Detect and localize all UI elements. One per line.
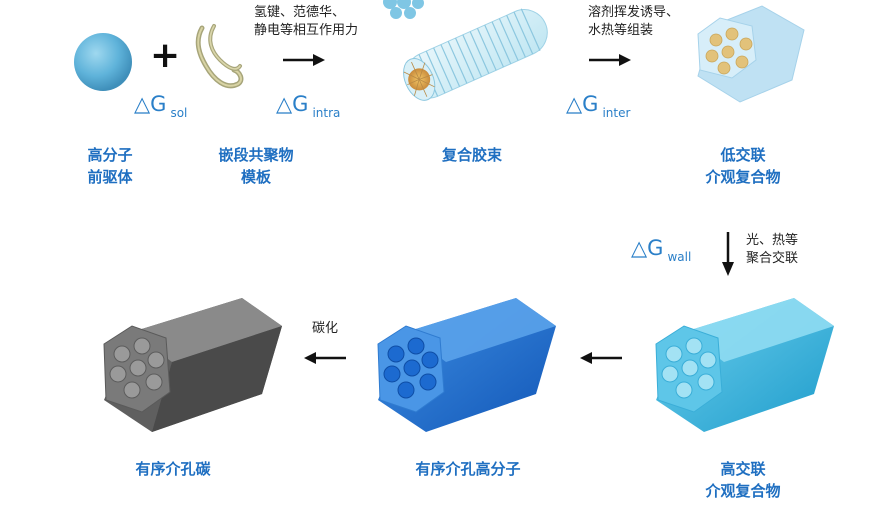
low-crosslinked-composite xyxy=(692,4,810,104)
step5-note: 碳化 xyxy=(312,321,339,336)
label-template-line1: 嵌段共聚物 xyxy=(218,146,294,164)
label-low-crosslinked-line1: 低交联 xyxy=(720,146,766,164)
delta-g-inter-sub: inter xyxy=(602,106,631,120)
step1-note: 氢键、范德华、 静电等相互作用力 xyxy=(254,4,358,40)
label-polymer-precursor-line1: 高分子 xyxy=(87,146,133,164)
label-low-crosslinked-line2: 介观复合物 xyxy=(705,168,781,186)
delta-g-intra-sub: intra xyxy=(312,106,341,120)
arrow-down xyxy=(721,232,735,276)
arrow-left-1 xyxy=(580,351,622,365)
label-high-crosslinked-line1: 高交联 xyxy=(720,460,766,478)
step2-note-line1: 溶剂挥发诱导、 xyxy=(588,5,680,20)
label-composite-micelle: 复合胶束 xyxy=(441,146,502,164)
label-polymer-precursor: 高分子 前驱体 xyxy=(72,144,148,188)
arrow-right-2 xyxy=(589,53,631,67)
arrow-right-1 xyxy=(283,53,325,67)
delta-g-wall-sub: wall xyxy=(667,250,692,264)
label-mesoporous-polymer: 有序介孔高分子 xyxy=(415,460,521,478)
step2-note-line2: 水热等组装 xyxy=(588,23,654,38)
delta-g-intra-symbol: △G xyxy=(276,92,309,116)
delta-g-inter-symbol: △G xyxy=(566,92,599,116)
step2-note: 溶剂挥发诱导、 水热等组装 xyxy=(588,4,679,40)
label-low-crosslinked: 低交联 介观复合物 xyxy=(686,144,800,188)
high-crosslinked-composite xyxy=(644,296,840,442)
step3-note: 光、热等 聚合交联 xyxy=(746,232,798,268)
label-high-crosslinked-line2: 介观复合物 xyxy=(705,482,781,500)
label-block-copolymer-template: 嵌段共聚物 模板 xyxy=(198,144,314,188)
label-template-line2: 模板 xyxy=(240,168,271,186)
label-polymer-precursor-line2: 前驱体 xyxy=(87,168,133,186)
arrow-left-2 xyxy=(304,351,346,365)
ordered-mesoporous-carbon xyxy=(92,296,288,442)
step1-note-line1: 氢键、范德华、 xyxy=(254,5,346,20)
delta-g-wall-symbol: △G xyxy=(631,236,664,260)
block-copolymer-strand xyxy=(192,22,252,92)
delta-g-sol-symbol: △G xyxy=(134,92,167,116)
label-high-crosslinked: 高交联 介观复合物 xyxy=(686,458,800,502)
delta-g-sol-sub: sol xyxy=(170,106,188,120)
step3-note-line2: 聚合交联 xyxy=(746,251,799,266)
polymer-precursor-sphere xyxy=(72,31,134,93)
plus-sign: + xyxy=(150,35,181,76)
label-mesoporous-carbon: 有序介孔碳 xyxy=(135,460,211,478)
composite-micelle xyxy=(374,0,570,110)
step3-note-line1: 光、热等 xyxy=(746,233,799,248)
ordered-mesoporous-polymer xyxy=(366,296,562,442)
step1-note-line2: 静电等相互作用力 xyxy=(254,23,359,38)
